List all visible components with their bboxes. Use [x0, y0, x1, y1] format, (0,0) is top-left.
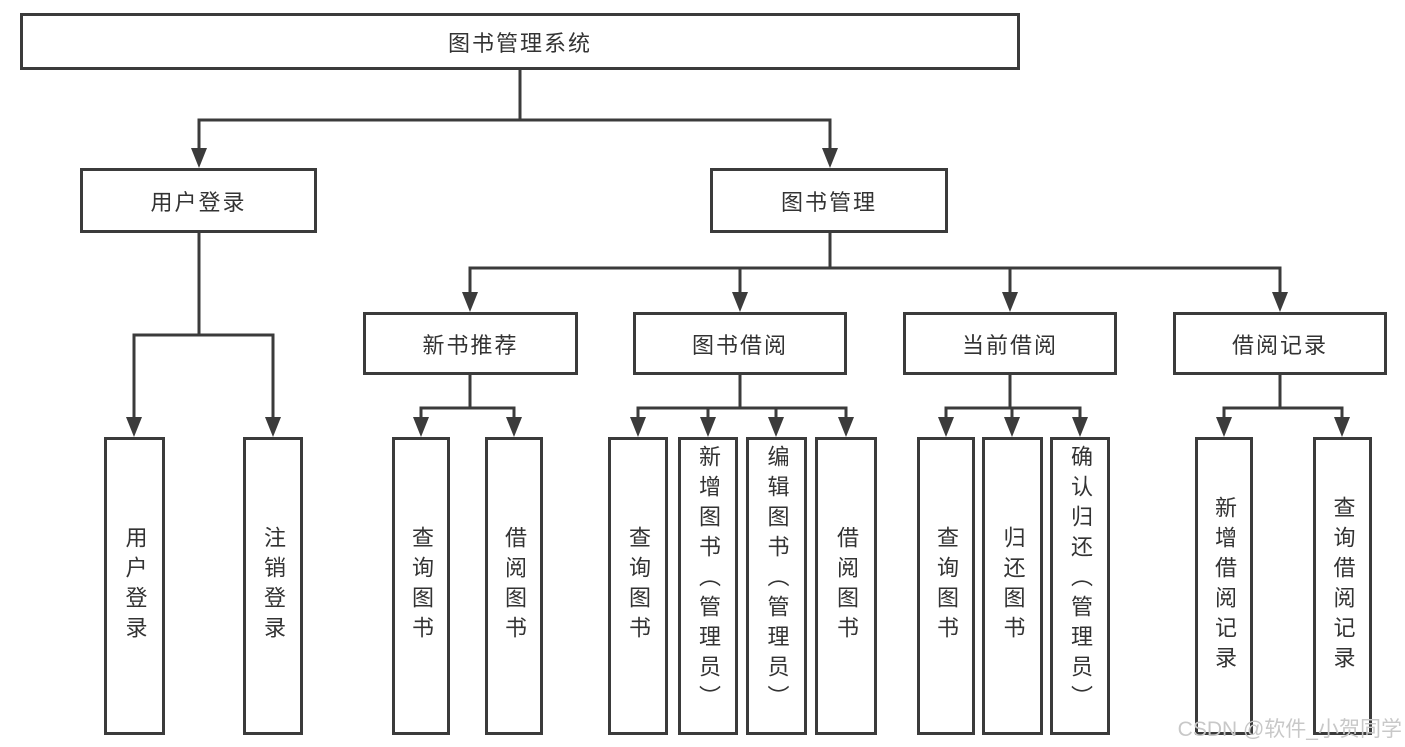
leaf-current-confirm-return-admin: 确认归还（管理员） [1050, 437, 1110, 735]
leaf-recommend-query-books: 查询图书 [392, 437, 450, 735]
arrowhead [822, 148, 838, 168]
leaf-user-login: 用户登录 [104, 437, 165, 735]
arrowhead [265, 417, 281, 437]
arrowhead [700, 417, 716, 437]
arrowhead [1004, 417, 1020, 437]
arrowhead [938, 417, 954, 437]
connector-records-to-leaves [1216, 375, 1350, 437]
node-borrowing-records: 借阅记录 [1173, 312, 1387, 375]
arrowhead [732, 292, 748, 312]
leaf-borrowing-add-books-admin: 新增图书（管理员） [678, 437, 738, 735]
arrowhead [413, 417, 429, 437]
leaf-records-add-record: 新增借阅记录 [1195, 437, 1253, 735]
arrowhead [191, 148, 207, 168]
node-book-borrowing: 图书借阅 [633, 312, 847, 375]
arrowhead [126, 417, 142, 437]
node-new-book-recommend: 新书推荐 [363, 312, 578, 375]
leaf-current-return-books: 归还图书 [982, 437, 1043, 735]
connector-book-management-to-level3 [462, 232, 1288, 312]
node-user-login: 用户登录 [80, 168, 317, 233]
node-current-borrowing: 当前借阅 [903, 312, 1117, 375]
csdn-watermark: CSDN @软件_小贺同学 [1177, 718, 1402, 741]
connector-current-to-leaves [938, 375, 1088, 437]
node-book-management: 图书管理 [710, 168, 948, 233]
connector-root-to-level2 [191, 70, 838, 168]
arrowhead [1072, 417, 1088, 437]
arrowhead [768, 417, 784, 437]
arrowhead [506, 417, 522, 437]
leaf-borrowing-edit-books-admin: 编辑图书（管理员） [746, 437, 807, 735]
arrowhead [1272, 292, 1288, 312]
connector-recommend-to-leaves [413, 375, 522, 437]
arrowhead [1334, 417, 1350, 437]
arrowhead [1216, 417, 1232, 437]
connector-borrowing-to-leaves [630, 375, 854, 437]
arrowhead [630, 417, 646, 437]
node-root: 图书管理系统 [20, 13, 1020, 70]
leaf-logout: 注销登录 [243, 437, 303, 735]
arrowhead [1002, 292, 1018, 312]
leaf-recommend-borrow-books: 借阅图书 [485, 437, 543, 735]
leaf-records-query-record: 查询借阅记录 [1313, 437, 1372, 735]
connector-user-login-to-leaves [126, 233, 281, 437]
leaf-current-query-books: 查询图书 [917, 437, 975, 735]
arrowhead [838, 417, 854, 437]
leaf-borrowing-borrow-books: 借阅图书 [815, 437, 877, 735]
leaf-borrowing-query-books: 查询图书 [608, 437, 668, 735]
arrowhead [462, 292, 478, 312]
